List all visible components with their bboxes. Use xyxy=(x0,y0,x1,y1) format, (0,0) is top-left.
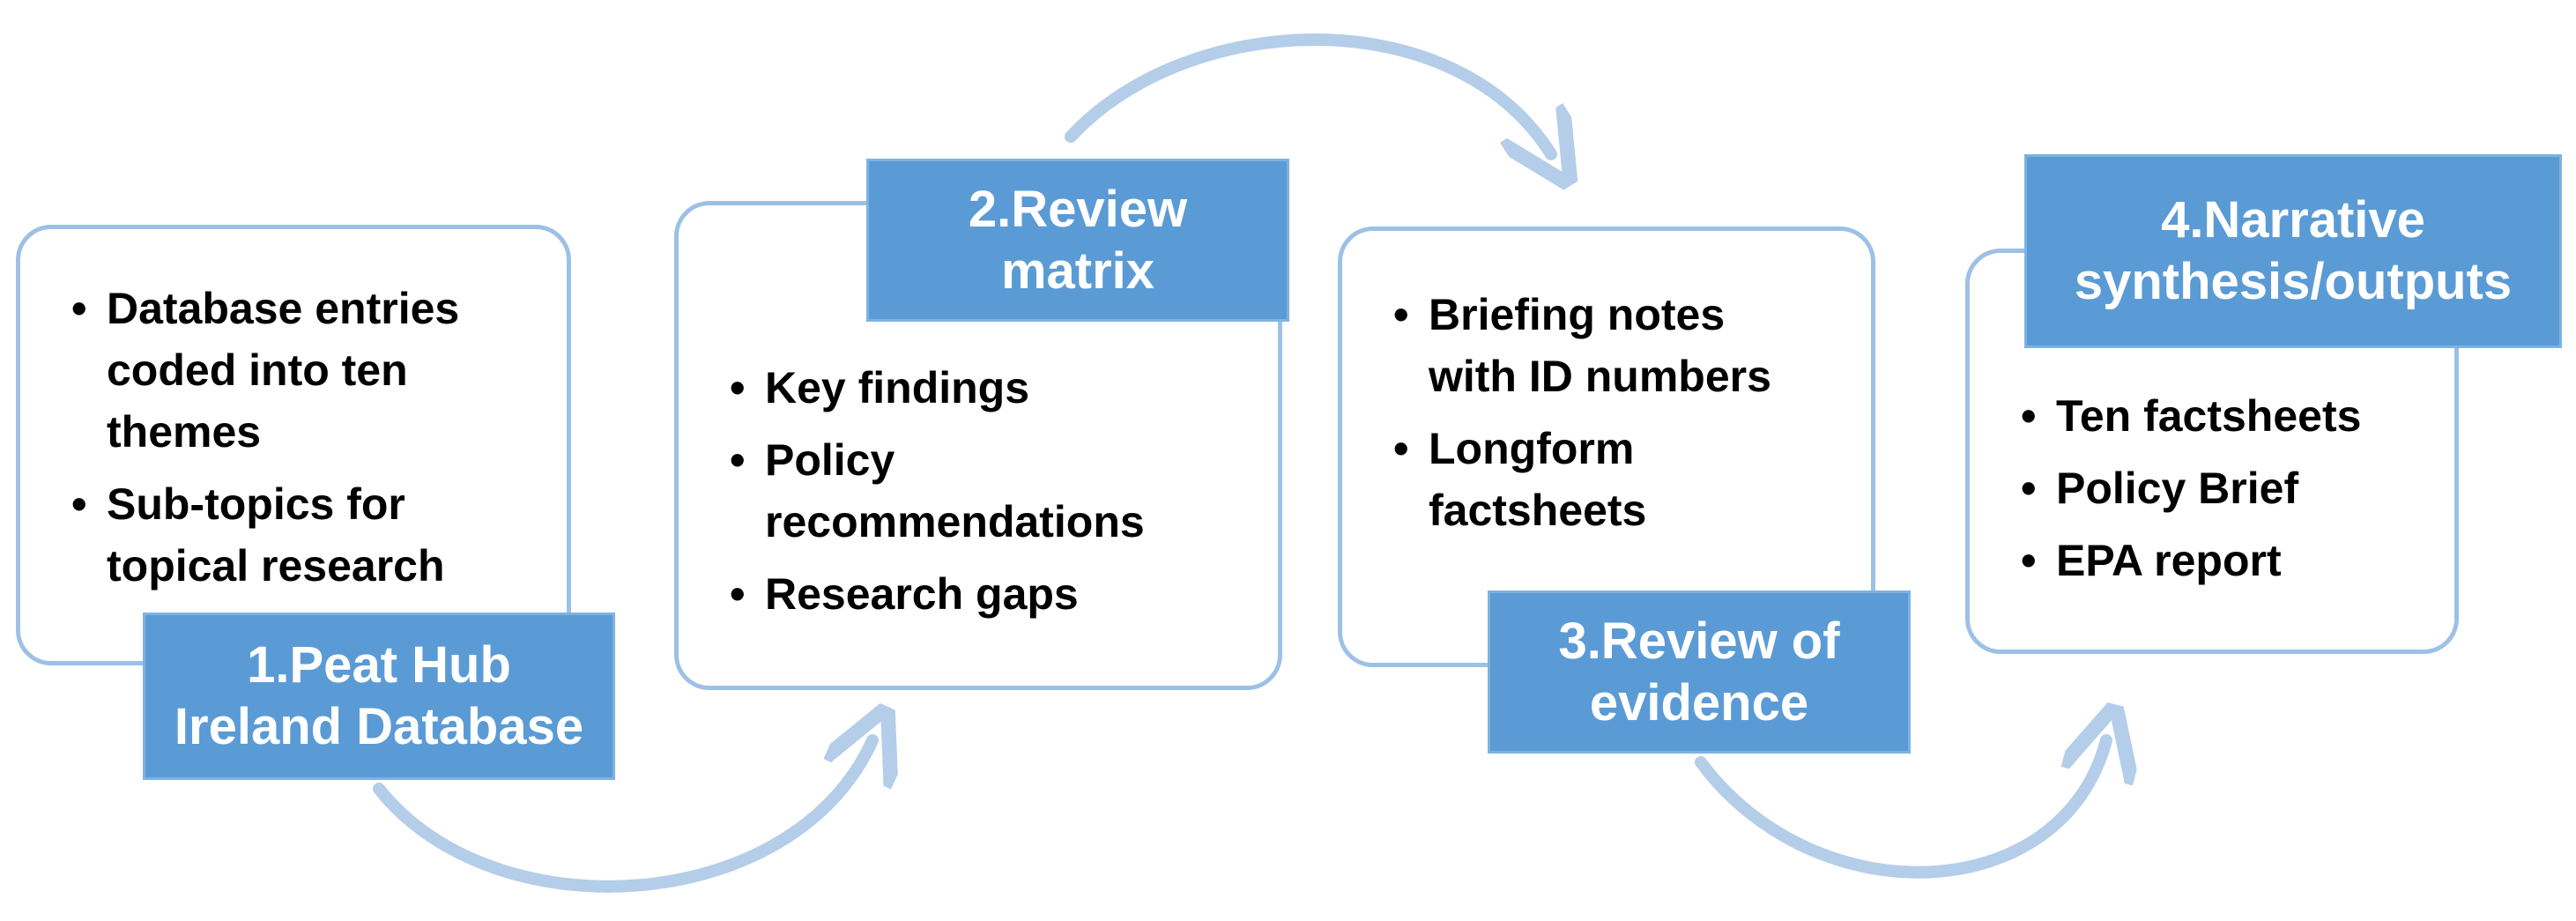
arrow-step1-to-step2 xyxy=(373,740,872,893)
step2-label: 2.Review matrix xyxy=(866,159,1289,322)
arrow-step3-to-step4 xyxy=(1695,740,2106,879)
step3-label: 3.Review of evidence xyxy=(1488,590,1911,754)
step2-item-3: Research gaps xyxy=(730,563,1145,625)
step3-item-2: Longform factsheets xyxy=(1393,418,1771,541)
arrow-step2-to-step3 xyxy=(1065,33,1551,154)
step4-list: Ten factsheets Policy Brief EPA report xyxy=(2021,385,2361,602)
step4-item-1: Ten factsheets xyxy=(2021,385,2361,447)
step1-card: Database entries coded into ten themes S… xyxy=(16,225,571,665)
step2-item-1: Key findings xyxy=(730,357,1145,419)
step1-label: 1.Peat Hub Ireland Database xyxy=(143,613,615,780)
step3-item-1: Briefing notes with ID numbers xyxy=(1393,284,1771,407)
step2-list: Key findings Policy recommendations Rese… xyxy=(730,357,1145,635)
step4-label: 4.Narrative synthesis/outputs xyxy=(2024,154,2562,348)
step1-item-2: Sub-topics for topical research xyxy=(71,473,459,597)
step3-list: Briefing notes with ID numbers Longform … xyxy=(1393,284,1771,552)
step1-item-1: Database entries coded into ten themes xyxy=(71,278,459,463)
step4-item-2: Policy Brief xyxy=(2021,457,2361,519)
step4-item-3: EPA report xyxy=(2021,530,2361,591)
step2-item-2: Policy recommendations xyxy=(730,429,1145,553)
step1-list: Database entries coded into ten themes S… xyxy=(71,278,459,607)
